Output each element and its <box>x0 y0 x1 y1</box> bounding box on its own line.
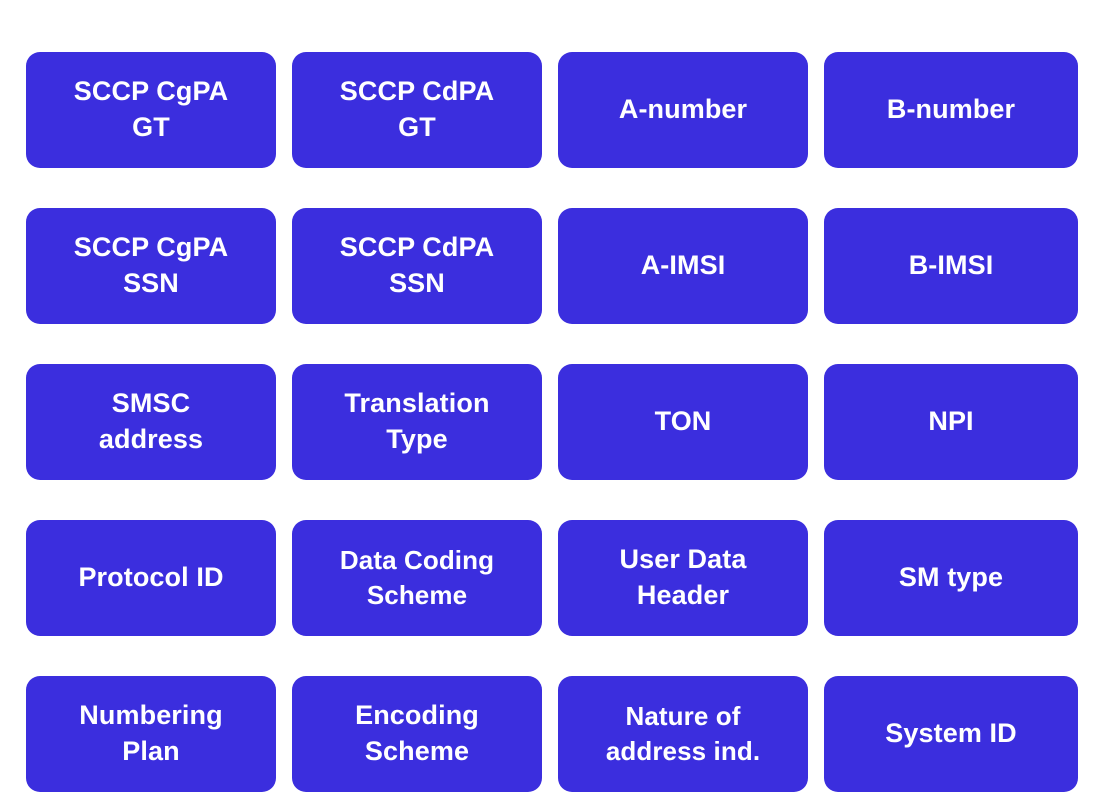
card-label: SMSC address <box>98 388 204 454</box>
card-ton[interactable]: TON <box>558 364 808 480</box>
card-smsc-address[interactable]: SMSC address <box>26 364 276 480</box>
card-label: User Data Header <box>619 544 747 610</box>
card-label: A-IMSI <box>640 250 726 281</box>
card-system-id[interactable]: System ID <box>824 676 1078 792</box>
card-a-imsi[interactable]: A-IMSI <box>558 208 808 324</box>
card-b-number[interactable]: B-number <box>824 52 1078 168</box>
card-data-coding-scheme[interactable]: Data Coding Scheme <box>292 520 542 636</box>
card-label: SCCP CdPA GT <box>339 76 495 142</box>
card-label: Protocol ID <box>78 562 224 593</box>
card-label: A-number <box>618 94 748 125</box>
card-sm-type[interactable]: SM type <box>824 520 1078 636</box>
card-label: Translation Type <box>344 388 490 454</box>
card-label: Data Coding Scheme <box>339 545 495 610</box>
card-sccp-cgpa-ssn[interactable]: SCCP CgPA SSN <box>26 208 276 324</box>
card-label: SCCP CgPA SSN <box>73 232 229 298</box>
card-label: SCCP CdPA SSN <box>339 232 495 298</box>
card-label: B-number <box>886 94 1016 125</box>
card-label: SM type <box>898 562 1004 593</box>
card-label: B-IMSI <box>908 250 994 281</box>
card-label: TON <box>654 406 712 437</box>
card-label: Encoding Scheme <box>355 700 479 766</box>
card-a-number[interactable]: A-number <box>558 52 808 168</box>
parameter-card-grid: SCCP CgPA GT SCCP CdPA GT A-number B-num… <box>26 52 1078 792</box>
card-encoding-scheme[interactable]: Encoding Scheme <box>292 676 542 792</box>
card-sccp-cdpa-ssn[interactable]: SCCP CdPA SSN <box>292 208 542 324</box>
card-npi[interactable]: NPI <box>824 364 1078 480</box>
card-protocol-id[interactable]: Protocol ID <box>26 520 276 636</box>
card-translation-type[interactable]: Translation Type <box>292 364 542 480</box>
card-user-data-header[interactable]: User Data Header <box>558 520 808 636</box>
card-label: Nature of address ind. <box>605 701 761 766</box>
card-label: Numbering Plan <box>79 700 223 766</box>
card-b-imsi[interactable]: B-IMSI <box>824 208 1078 324</box>
card-sccp-cdpa-gt[interactable]: SCCP CdPA GT <box>292 52 542 168</box>
card-label: SCCP CgPA GT <box>73 76 229 142</box>
card-sccp-cgpa-gt[interactable]: SCCP CgPA GT <box>26 52 276 168</box>
card-nature-of-address-ind[interactable]: Nature of address ind. <box>558 676 808 792</box>
card-numbering-plan[interactable]: Numbering Plan <box>26 676 276 792</box>
card-label: NPI <box>928 406 974 437</box>
card-label: System ID <box>885 718 1017 749</box>
